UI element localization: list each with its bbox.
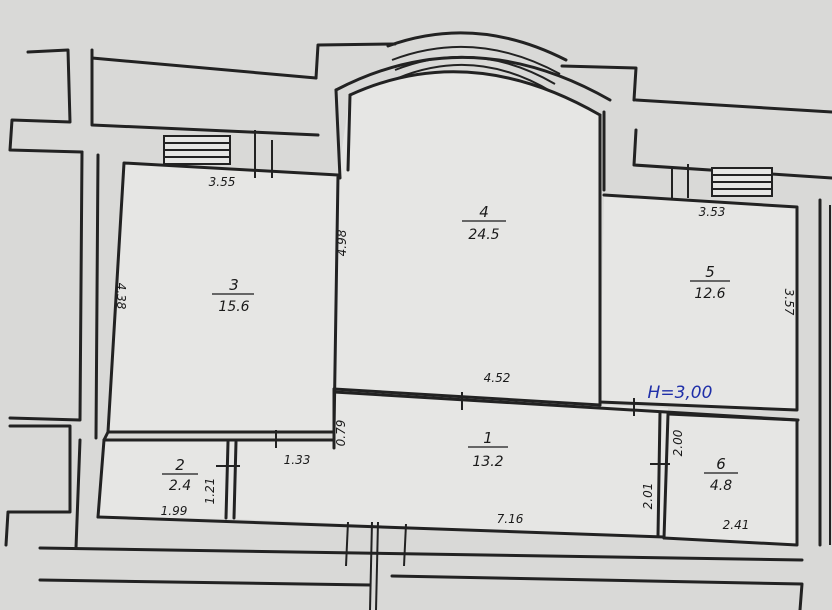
dim-room2-height: 1.21 [203, 478, 217, 505]
dim-room5-height: 3.57 [782, 289, 796, 316]
room-3-number: 3 [229, 276, 239, 294]
dim-hall-segment: 1.33 [284, 453, 311, 467]
room-1-area: 13.2 [472, 454, 503, 470]
door-ticks [216, 392, 670, 610]
arch-window [334, 31, 612, 192]
room-labels: 3 15.6 4 24.5 5 12.6 1 13.2 2 2.4 6 4.8 [162, 203, 738, 494]
room-2-walls [96, 438, 336, 520]
room-5-walls [598, 193, 799, 412]
room-4-area: 24.5 [468, 227, 499, 243]
room-1-number: 1 [483, 429, 493, 447]
room-5-area: 12.6 [694, 286, 725, 302]
dim-room6-height-a: 2.00 [671, 429, 685, 456]
exterior-walls [4, 42, 832, 610]
room-fills [98, 71, 797, 545]
room-4-walls [332, 70, 602, 407]
room-4-number: 4 [479, 203, 489, 221]
dim-room6-height-b: 2.01 [641, 483, 655, 510]
dim-room4-bottom: 4.52 [484, 371, 511, 385]
dim-room3-width: 3.55 [209, 175, 236, 189]
ceiling-height-note: H=3,00 [648, 383, 713, 403]
dimension-labels: 3.55 4.38 4.98 4.52 3.53 3.57 0.79 1.33 … [114, 175, 796, 532]
window-room-3 [163, 130, 273, 178]
room-2-number: 2 [175, 456, 185, 474]
window-room-5 [671, 164, 773, 198]
room-6-walls [662, 412, 799, 547]
dim-room5-width: 3.53 [699, 205, 726, 219]
dim-room3-height: 4.38 [114, 283, 128, 310]
room-3-area: 15.6 [218, 299, 249, 315]
room-6-area: 4.8 [710, 478, 732, 494]
dim-room6-width: 2.41 [723, 518, 750, 532]
dim-room4-side: 4.98 [335, 229, 349, 256]
room-5-number: 5 [705, 263, 715, 281]
dim-hall-length: 7.16 [497, 512, 524, 526]
room-6-number: 6 [716, 455, 726, 473]
dim-room2-width: 1.99 [161, 504, 188, 518]
dim-hall-door: 0.79 [334, 420, 348, 447]
room-2-area: 2.4 [169, 478, 191, 494]
